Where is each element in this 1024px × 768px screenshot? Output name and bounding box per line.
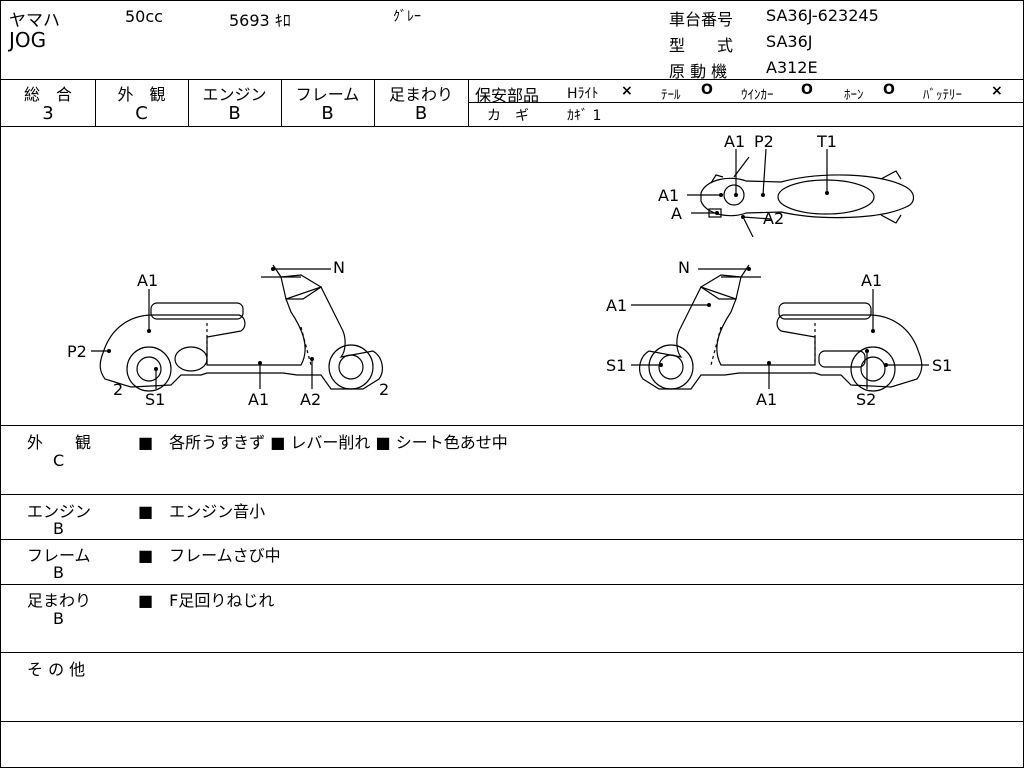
- divider: [374, 79, 375, 126]
- note-suspension-text: ■ F足回りねじれ: [138, 591, 275, 610]
- note-exterior-label: 外 観: [27, 433, 92, 452]
- label-top-t1: T1: [816, 132, 837, 151]
- maker: ヤマハ: [9, 11, 60, 31]
- color: ｸﾞﾚｰ: [393, 9, 421, 25]
- grade-total-value: 3: [42, 103, 54, 124]
- divider: [1, 126, 1023, 127]
- scooter-left-view: [99, 264, 383, 392]
- safety-title: 保安部品: [475, 86, 540, 105]
- battery-label: ﾊﾞｯﾃﾘｰ: [923, 88, 962, 103]
- grade-exterior-value: C: [135, 103, 148, 124]
- divider: [188, 79, 189, 126]
- key-label: カ ギ: [487, 108, 529, 124]
- label-top-a: A: [671, 204, 682, 223]
- note-frame-grade: B: [53, 563, 64, 582]
- divider: [1, 539, 1023, 540]
- label-top-a2: A2: [763, 209, 784, 228]
- label-right-s2: S2: [856, 390, 876, 409]
- key-value: ｶｷﾞ 1: [567, 108, 602, 124]
- battery-mark: ×: [991, 83, 1003, 99]
- displacement: 50cc: [125, 7, 163, 26]
- mileage: 5693 ｷﾛ: [229, 11, 291, 30]
- engine-value: A312E: [766, 58, 818, 77]
- divider: [281, 79, 282, 126]
- divider: [95, 79, 96, 126]
- grade-total-label: 総 合: [23, 85, 72, 104]
- scooter-top-view: [700, 156, 915, 238]
- label-top-a1: A1: [724, 132, 745, 151]
- note-exterior-text: ■ 各所うすきず ■ レバー削れ ■ シート色あせ中: [138, 433, 508, 452]
- divider: [1, 584, 1023, 585]
- horn-mark: O: [883, 82, 895, 98]
- note-frame-label: フレーム: [27, 546, 91, 565]
- grade-exterior-label: 外 観: [117, 85, 166, 104]
- label-top-p2: P2: [754, 132, 774, 151]
- grade-suspension-value: B: [414, 103, 428, 124]
- label-left-n: N: [333, 258, 345, 277]
- note-engine-label: エンジン: [27, 502, 92, 521]
- note-frame-text: ■ フレームさび中: [138, 546, 281, 565]
- divider: [468, 102, 1023, 103]
- damage-diagram: A1 P2 T1 A1 A A2 A1 N P2 2 S1 A1 A2 2 N …: [67, 132, 952, 409]
- divider: [1, 721, 1023, 722]
- note-engine-grade: B: [53, 519, 64, 538]
- label-top-a1-left: A1: [658, 186, 679, 205]
- model-name: JOG: [9, 28, 47, 52]
- label-left-2a: 2: [113, 380, 123, 399]
- divider: [1, 494, 1023, 495]
- label-left-a1b: A1: [248, 390, 269, 409]
- label-left-2b: 2: [379, 380, 389, 399]
- grade-engine-label: エンジン: [202, 85, 267, 104]
- label-left-s1: S1: [145, 390, 165, 409]
- tail-label: ﾃｰﾙ: [661, 88, 681, 103]
- divider: [1, 79, 1023, 80]
- label-left-a2: A2: [300, 390, 321, 409]
- winker-mark: O: [801, 82, 813, 98]
- headlight-mark: ×: [621, 83, 633, 99]
- note-suspension-label: 足まわり: [27, 591, 92, 610]
- winker-label: ｳｲﾝｶｰ: [741, 88, 774, 103]
- tail-mark: O: [701, 82, 713, 98]
- grade-frame-label: フレーム: [295, 85, 360, 104]
- frame-no: SA36J-623245: [766, 6, 879, 25]
- note-exterior-grade: C: [53, 451, 65, 470]
- divider: [1, 425, 1023, 426]
- horn-label: ﾎｰﾝ: [844, 88, 864, 103]
- divider: [468, 79, 469, 126]
- grade-frame-value: B: [321, 103, 334, 124]
- headlight-label: Hﾗｲﾄ: [567, 86, 599, 102]
- scooter-right-view: [639, 264, 923, 392]
- note-suspension-grade: B: [53, 609, 64, 628]
- type-value: SA36J: [766, 32, 813, 51]
- label-right-n: N: [678, 258, 690, 277]
- note-engine-text: ■ エンジン音小: [138, 502, 266, 521]
- engine-label: 原 動 機: [669, 62, 728, 81]
- divider: [1, 652, 1023, 653]
- label-right-s1a: S1: [606, 356, 626, 375]
- label-right-a1top: A1: [861, 271, 882, 290]
- label-left-p2: P2: [67, 342, 87, 361]
- label-right-a1left: A1: [606, 296, 627, 315]
- note-other-label: そ の 他: [27, 660, 86, 679]
- type-label: 型 式: [669, 36, 734, 55]
- grade-engine-value: B: [228, 103, 241, 124]
- label-left-a1: A1: [137, 271, 158, 290]
- frame-no-label: 車台番号: [669, 10, 734, 29]
- label-right-s1b: S1: [932, 356, 952, 375]
- grade-suspension-label: 足まわり: [388, 85, 453, 104]
- label-right-a1b: A1: [756, 390, 777, 409]
